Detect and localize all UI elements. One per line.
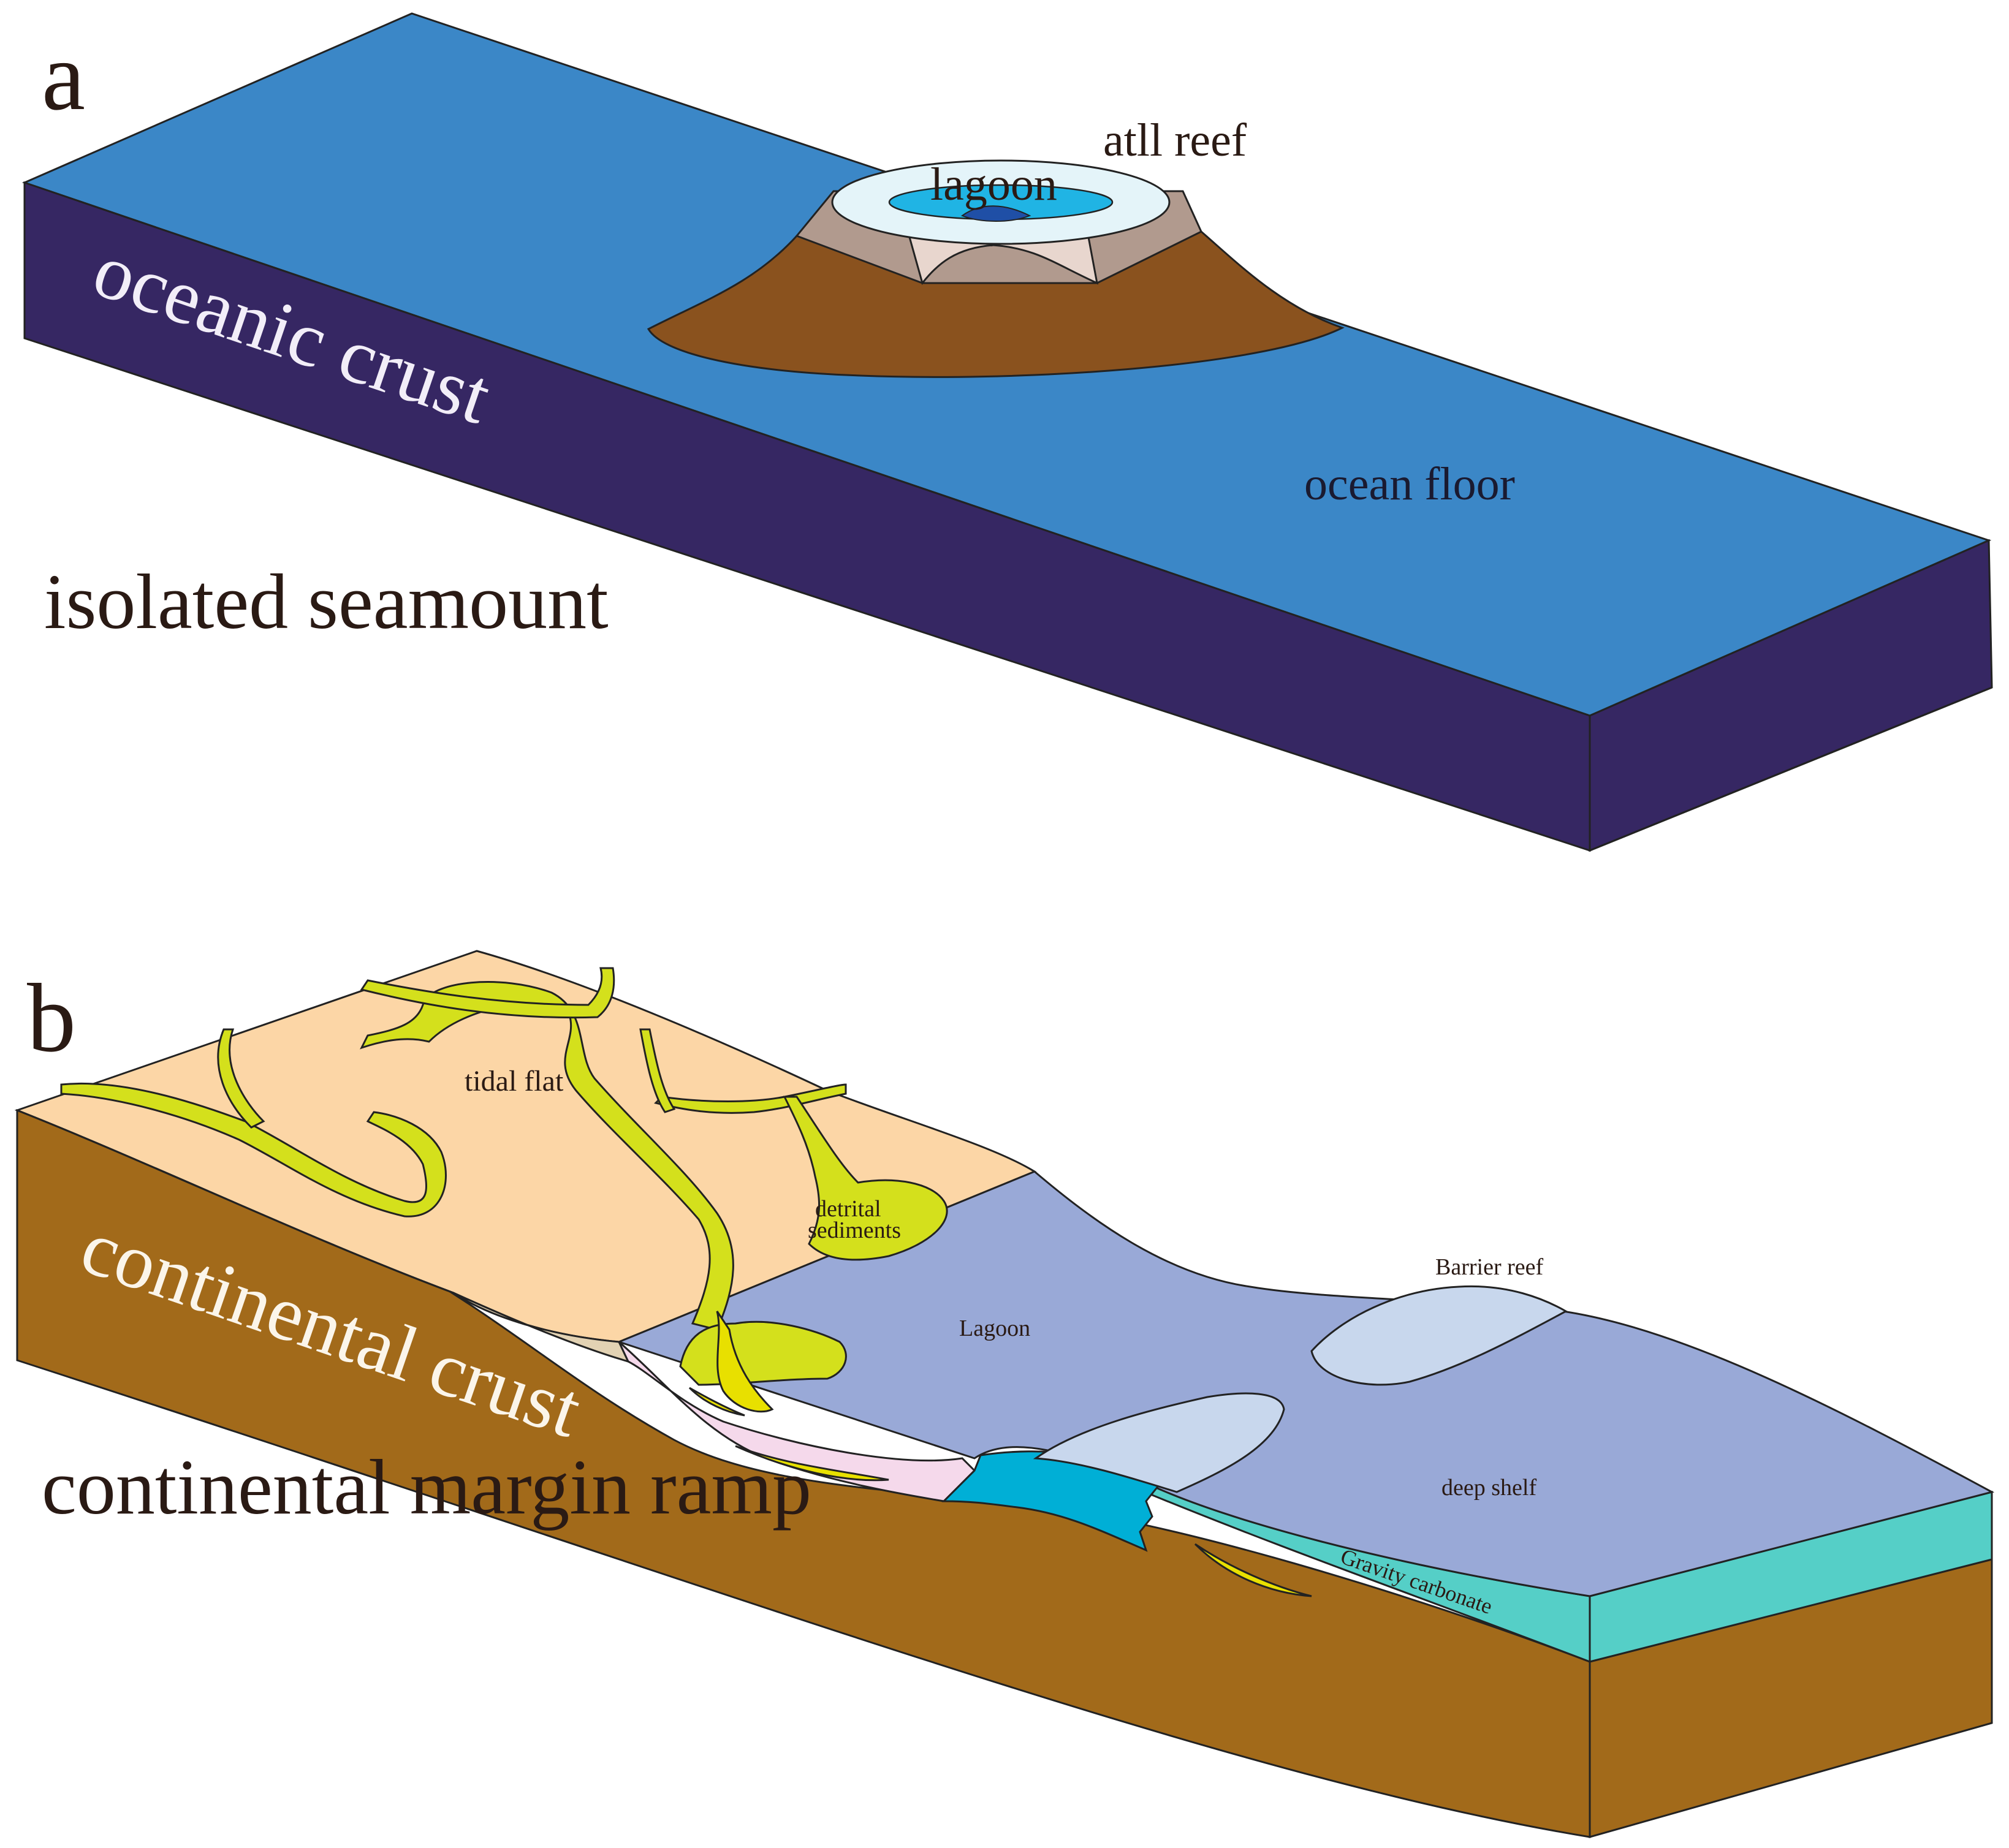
- detrital-label: detrital: [815, 1196, 881, 1222]
- panel-b-letter: b: [27, 963, 76, 1072]
- barrier-reef-body: [1310, 1285, 1568, 1386]
- channel-delta-left: [217, 1028, 265, 1129]
- sediments-label: sediments: [808, 1217, 901, 1243]
- channel-branch-left: [60, 1082, 447, 1217]
- isolated-seamount-label: isolated seamount: [44, 558, 609, 645]
- lagoon-deep-spot: [960, 205, 1031, 222]
- detrital-sediment-fan: [783, 1096, 948, 1261]
- channel-right-branch: [654, 1083, 847, 1114]
- deep-shelf-label: deep shelf: [1441, 1475, 1536, 1501]
- barrier-reef-label: Barrier reef: [1435, 1254, 1543, 1280]
- reef-shoal: [1033, 1392, 1285, 1493]
- panel-b: b tidal flat detrital sediments Lagoon B…: [14, 950, 1995, 1838]
- seamount-body: [647, 218, 1345, 378]
- atoll-reef-label: atll reef: [1103, 115, 1247, 166]
- ocean-floor-label: ocean floor: [1304, 458, 1515, 510]
- tidal-flat-label: tidal flat: [465, 1065, 564, 1097]
- crust-bottom-edge: [1589, 686, 1992, 852]
- channel-main-trunk: [360, 981, 734, 1331]
- lagoon-label-b: Lagoon: [959, 1316, 1030, 1341]
- yellow-lens-1: [735, 1445, 889, 1482]
- yellow-lens-2: [688, 1387, 745, 1417]
- panel-a-letter: a: [42, 21, 85, 131]
- lagoon-label-a: lagoon: [930, 159, 1057, 210]
- continental-margin-ramp-label: continental margin ramp: [42, 1444, 811, 1531]
- yellow-lens-3: [1194, 1543, 1312, 1597]
- panel-a: a atll reef lagoon oceanic crust ocean f…: [21, 12, 1993, 852]
- channel-mid-connector: [639, 1028, 676, 1113]
- channel-branch-upper: [360, 967, 615, 1019]
- yellow-lagoon-lobe: [716, 1311, 774, 1413]
